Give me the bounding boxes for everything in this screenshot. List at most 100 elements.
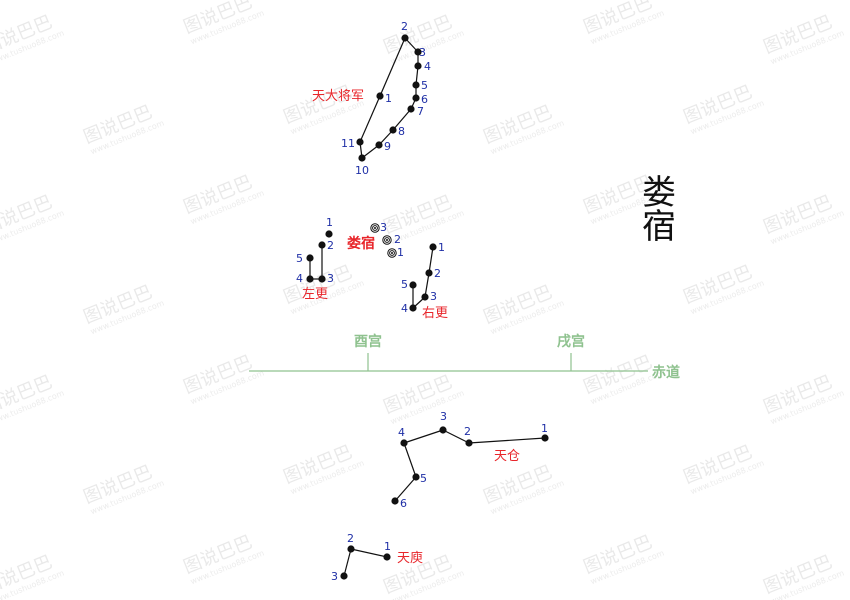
palace-label: 酉宫 <box>354 333 382 350</box>
star-link <box>403 429 444 444</box>
star <box>325 230 333 238</box>
star-link <box>403 442 417 478</box>
star-number: 2 <box>464 425 471 438</box>
star <box>376 92 384 100</box>
star <box>414 48 422 56</box>
star-number: 2 <box>327 239 334 252</box>
star <box>412 94 420 102</box>
star-number: 1 <box>385 92 392 105</box>
star-link <box>359 95 381 143</box>
star-link <box>379 37 406 97</box>
star-number: 2 <box>434 267 441 280</box>
star-number: 1 <box>384 540 391 553</box>
star-number: 3 <box>430 290 437 303</box>
ecliptic-label: 赤道 <box>652 364 680 381</box>
star-number: 2 <box>347 532 354 545</box>
star <box>400 439 408 447</box>
title-char-1: 娄 <box>642 173 676 213</box>
constellation-name: 天大将军 <box>312 89 364 104</box>
star-number: 5 <box>296 252 303 265</box>
star-number: 5 <box>421 79 428 92</box>
star <box>541 434 549 442</box>
star <box>318 241 326 249</box>
star-core <box>386 239 388 241</box>
star <box>375 141 383 149</box>
star <box>429 243 437 251</box>
star-number: 3 <box>380 221 387 234</box>
star-number: 4 <box>398 426 405 439</box>
star <box>414 62 422 70</box>
star-number: 4 <box>296 272 303 285</box>
star-link <box>392 108 412 131</box>
star-core <box>391 252 393 254</box>
star <box>425 269 433 277</box>
star <box>347 545 355 553</box>
star-link <box>468 437 546 444</box>
star-number: 1 <box>326 216 333 229</box>
star <box>383 553 391 561</box>
palace-label: 戌宫 <box>557 333 585 350</box>
star-number: 9 <box>384 140 391 153</box>
star-number: 10 <box>355 164 369 177</box>
title-char-2: 宿 <box>642 207 676 247</box>
star <box>465 439 473 447</box>
star-number: 1 <box>438 241 445 254</box>
constellation-name: 右更 <box>422 306 448 321</box>
constellation-name: 天仓 <box>494 449 520 464</box>
constellation-tian-cang: 1 2 3 4 56 天仓 <box>391 410 549 510</box>
star-link <box>442 429 470 444</box>
star <box>318 275 326 283</box>
constellations: 1234567891011天大将军123娄宿12345左更12345右更1234… <box>296 20 549 583</box>
star <box>409 281 417 289</box>
star-number: 8 <box>398 125 405 138</box>
star-number: 2 <box>401 20 408 33</box>
star-number: 1 <box>541 422 548 435</box>
star-number: 7 <box>417 105 424 118</box>
star-core <box>374 227 376 229</box>
star-number: 4 <box>401 302 408 315</box>
star-number: 3 <box>440 410 447 423</box>
star-number: 3 <box>327 272 334 285</box>
star <box>412 473 420 481</box>
star-number: 1 <box>397 246 404 259</box>
star <box>439 426 447 434</box>
star-link <box>394 476 417 502</box>
star-number: 6 <box>400 497 407 510</box>
star <box>421 293 429 301</box>
star-number: 5 <box>420 472 427 485</box>
star <box>391 497 399 505</box>
constellation-zuo-geng: 1 2 3 4 5 左更 <box>296 216 334 302</box>
star-link <box>343 548 352 577</box>
star <box>409 304 417 312</box>
constellation-name: 左更 <box>302 287 328 302</box>
star-link <box>350 548 388 558</box>
